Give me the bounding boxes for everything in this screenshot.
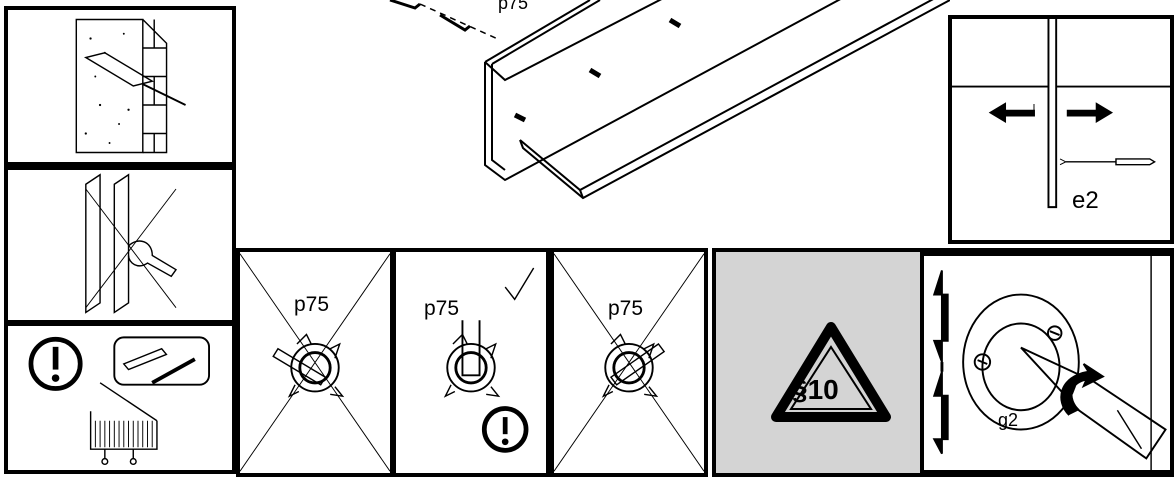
- e2-drawing: [952, 19, 1170, 209]
- g2-drawing: [932, 256, 1167, 470]
- p75-label-wrong-2: p75: [608, 297, 644, 320]
- warning-triangle-icon: [771, 322, 891, 422]
- panel-p75-correct: p75: [392, 248, 550, 477]
- shelf-illustration: p75: [380, 0, 951, 205]
- p75-label-correct: p75: [424, 297, 460, 320]
- p75-label-wrong-1: p75: [294, 293, 330, 316]
- panel-p75-wrong-2: p75: [550, 248, 708, 477]
- wall-anchor-icon: [75, 18, 186, 154]
- cross-mark-icon: [240, 253, 390, 472]
- panel-g2: g2: [920, 252, 1174, 474]
- panel-e2: e2: [948, 15, 1174, 244]
- attention-icon: [28, 336, 210, 466]
- shelf-part-label: p75: [498, 0, 529, 13]
- check-mark-icon: [504, 267, 535, 301]
- shelf-drawing: [389, 0, 951, 200]
- cross-mark-icon: [554, 253, 704, 472]
- panel-drywall-anchor: [4, 166, 236, 324]
- e2-part-label: e2: [1072, 187, 1099, 214]
- warning-step-label: §10: [792, 374, 839, 405]
- drywall-cross-icon: [85, 173, 178, 314]
- panel-p75-wrong-1: p75: [236, 248, 394, 477]
- g2-part-label: g2: [998, 410, 1019, 430]
- panel-wall-anchor: [4, 6, 236, 166]
- panel-attention-anchor: [4, 322, 236, 474]
- p75-correct-drawing: [443, 267, 535, 453]
